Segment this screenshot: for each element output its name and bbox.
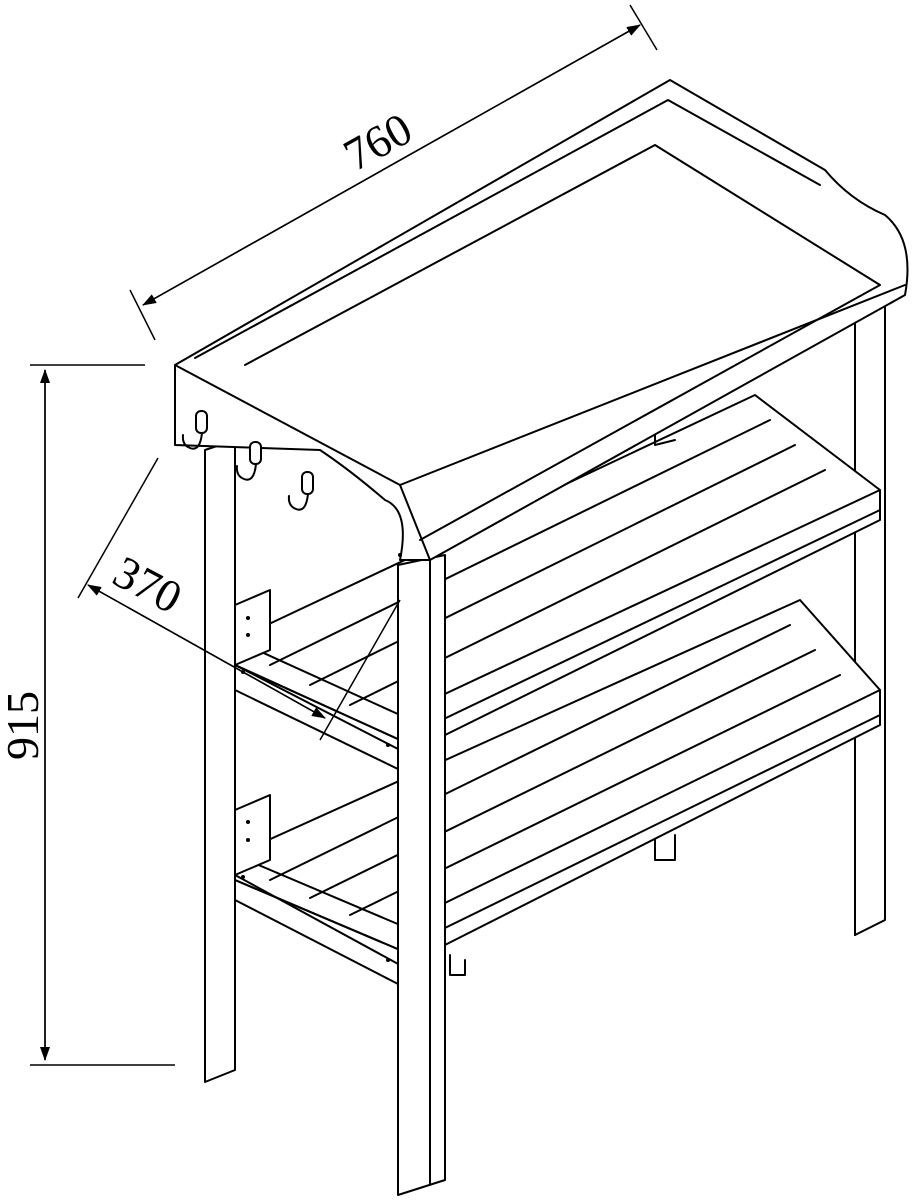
dimension-height: 915: [0, 364, 175, 1066]
width-label: 760: [335, 103, 420, 181]
hook-3: [287, 471, 314, 511]
hooks: [181, 410, 314, 511]
hook-2: [235, 441, 262, 481]
back-right-leg: [854, 304, 886, 936]
front-left-leg: [204, 439, 236, 1083]
front-right-leg: [397, 554, 446, 1196]
height-label: 915: [0, 691, 48, 760]
table-top: [174, 79, 909, 561]
depth-label: 370: [105, 546, 190, 623]
hook-1: [181, 410, 208, 450]
upper-shelf: [234, 394, 881, 741]
